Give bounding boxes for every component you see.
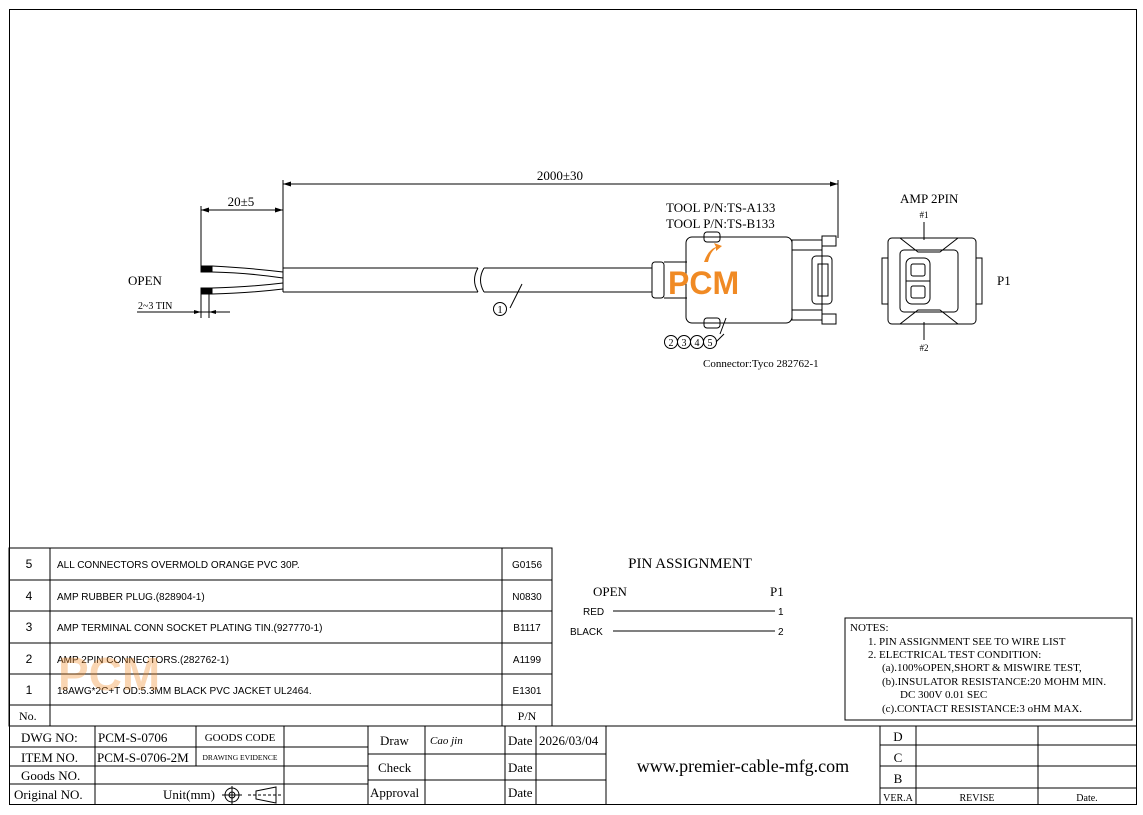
bom-pn-3: B1117	[513, 623, 541, 634]
rev-b: B	[894, 771, 903, 786]
rev-d: D	[893, 729, 902, 744]
bom-pn-2: A1199	[513, 655, 542, 666]
approval-label: Approval	[370, 785, 419, 800]
connector-note: Connector:Tyco 282762-1	[703, 358, 819, 370]
bom-no-4: 4	[26, 589, 33, 603]
date-label-approval: Date	[508, 785, 533, 800]
dwg-no-value: PCM-S-0706	[98, 730, 168, 745]
wire-red: RED	[583, 607, 604, 618]
bom-no-2: 2	[26, 652, 33, 666]
pin-black: 2	[778, 627, 784, 638]
dim-total-label: 2000±30	[537, 168, 583, 183]
pin-assignment-left: OPEN	[593, 584, 628, 599]
item-no-label: ITEM NO.	[21, 750, 78, 765]
pin-red: 1	[778, 607, 784, 618]
p1-label: P1	[997, 273, 1011, 288]
rev-c: C	[894, 750, 903, 765]
projection-symbol-icon	[222, 786, 282, 804]
date-value: 2026/03/04	[539, 733, 599, 748]
notes-line-2: 2. ELECTRICAL TEST CONDITION:	[868, 649, 1041, 661]
goods-no-label: Goods NO.	[21, 768, 80, 783]
drawing-sheet	[9, 9, 1137, 805]
bom-desc-4: AMP RUBBER PLUG.(828904-1)	[57, 592, 205, 603]
dwg-no-label: DWG NO:	[21, 730, 78, 745]
notes-line-3: (a).100%OPEN,SHORT & MISWIRE TEST,	[882, 662, 1082, 674]
balloon-3: 3	[682, 338, 687, 349]
wire-black: BLACK	[570, 627, 603, 638]
check-label: Check	[378, 760, 412, 775]
item-no-value: PCM-S-0706-2M	[97, 750, 189, 765]
pin1-label: #1	[920, 210, 929, 220]
bom-no-5: 5	[26, 557, 33, 571]
amp-2pin-label: AMP 2PIN	[900, 191, 959, 206]
pin2-label: #2	[920, 343, 929, 353]
date-label-check: Date	[508, 760, 533, 775]
balloon-cable: 1	[497, 304, 503, 316]
notes-box	[844, 617, 1133, 721]
unit-label: Unit(mm)	[163, 787, 215, 802]
bom-desc-5: ALL CONNECTORS OVERMOLD ORANGE PVC 30P.	[57, 560, 300, 571]
dim-strip-label: 20±5	[228, 194, 255, 209]
tool-pn-1: TOOL P/N:TS-A133	[666, 200, 775, 215]
open-label: OPEN	[128, 273, 163, 288]
notes-line-1: 1. PIN ASSIGNMENT SEE TO WIRE LIST	[868, 636, 1066, 648]
bom-no-3: 3	[26, 620, 33, 634]
balloon-4: 4	[695, 338, 700, 349]
notes-line-6: (c).CONTACT RESISTANCE:3 oHM MAX.	[882, 703, 1082, 715]
notes-line-4: (b).INSULATOR RESISTANCE:20 MOHM MIN.	[882, 676, 1106, 688]
original-no-label: Original NO.	[14, 787, 83, 802]
bom-pn-4: N0830	[512, 592, 542, 603]
balloon-5: 5	[708, 338, 713, 349]
date-label-draw: Date	[508, 733, 533, 748]
rev-date-label: Date.	[1076, 793, 1097, 804]
ver-a-label: VER.A	[883, 793, 914, 804]
logo-swoosh-icon	[704, 243, 722, 262]
tool-pn-2: TOOL P/N:TS-B133	[666, 216, 775, 231]
draw-label: Draw	[380, 733, 409, 748]
tin-label: 2~3 TIN	[138, 301, 172, 312]
bom-desc-2: AMP 2PIN CONNECTORS.(282762-1)	[57, 655, 229, 666]
bom-header-pn: P/N	[518, 709, 537, 723]
goods-code-label: GOODS CODE	[205, 732, 276, 744]
bom-header-no: No.	[19, 709, 37, 723]
revise-label: REVISE	[960, 793, 995, 804]
drawer-signature: Cao jin	[430, 735, 463, 747]
pin-assignment-title: PIN ASSIGNMENT	[628, 556, 752, 572]
drawing-evidence-label: DRAWING EVIDENCE	[202, 753, 277, 762]
pin-assignment-right: P1	[770, 584, 784, 599]
bom-desc-1: 18AWG*2C+T OD:5.3MM BLACK PVC JACKET UL2…	[57, 686, 312, 697]
bom-pn-5: G0156	[512, 560, 542, 571]
bom-pn-1: E1301	[513, 686, 542, 697]
notes-title: NOTES:	[850, 622, 889, 634]
website-url: www.premier-cable-mfg.com	[637, 756, 849, 776]
pcm-logo: PCM	[668, 265, 739, 301]
balloon-2: 2	[669, 338, 674, 349]
pcm-watermark: PCM	[58, 648, 160, 700]
bom-desc-3: AMP TERMINAL CONN SOCKET PLATING TIN.(92…	[57, 623, 322, 634]
bom-no-1: 1	[26, 683, 33, 697]
notes-line-5: DC 300V 0.01 SEC	[900, 689, 987, 701]
